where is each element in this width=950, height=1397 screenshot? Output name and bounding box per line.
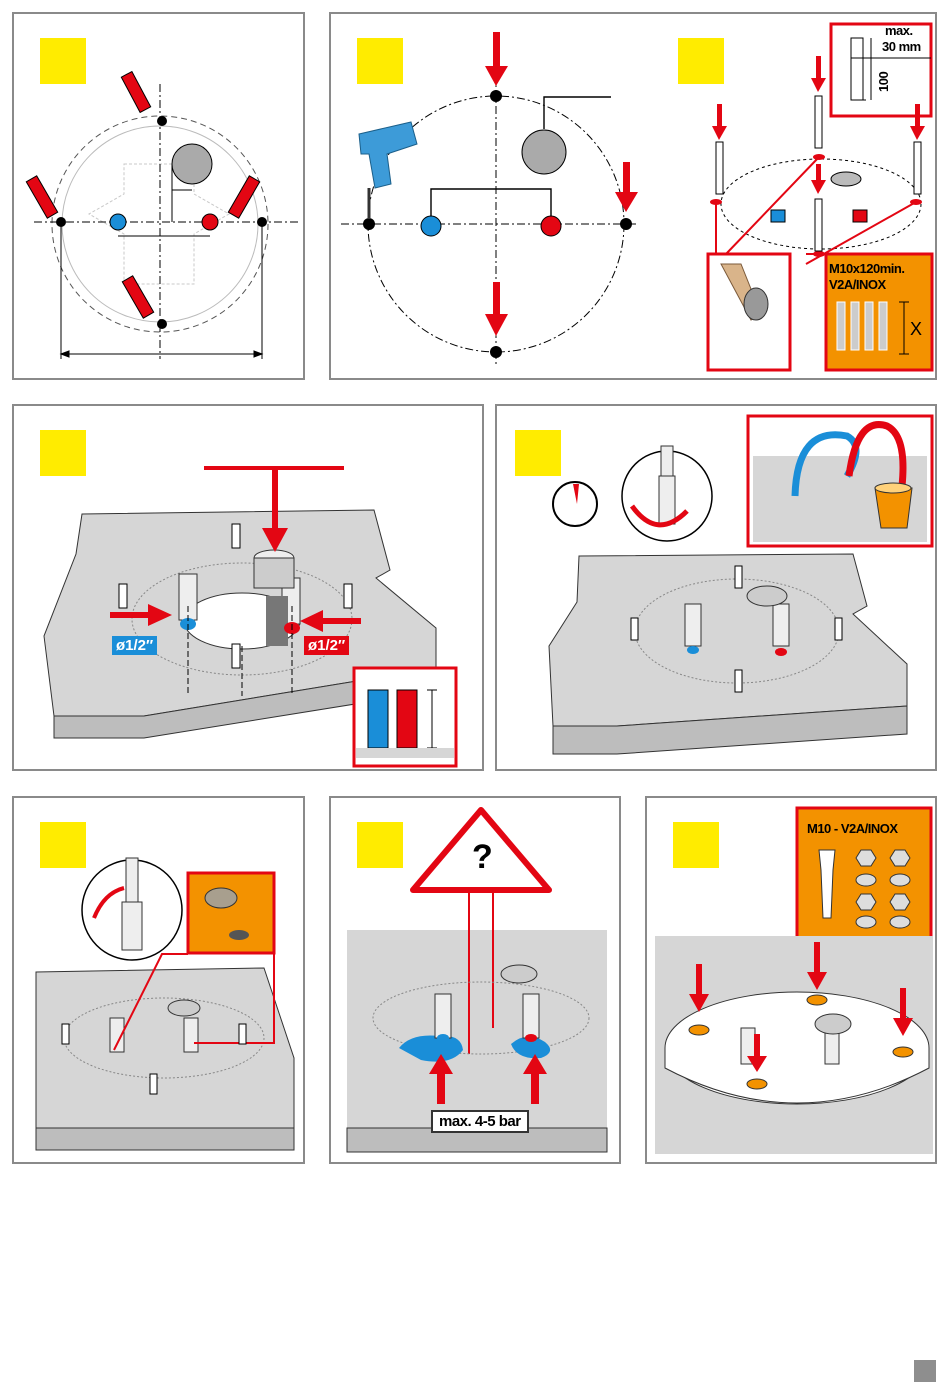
drilling-diagram (331, 14, 937, 380)
bolt-spec-line2: V2A/INOX (829, 278, 886, 291)
panel-3-placing: ø1/2″ ø1/2″ (12, 404, 484, 771)
curing-diagram (497, 406, 937, 771)
hot-connection-mark (202, 214, 218, 230)
page-corner-marker (914, 1360, 936, 1382)
bucket-icon (875, 483, 912, 528)
panel-4-curing (495, 404, 937, 771)
cold-size-label: ø1/2″ (112, 636, 157, 655)
pressure-limit-label: max. 4-5 bar (431, 1110, 529, 1133)
timer-icon (553, 482, 597, 526)
panel-1-marking (12, 12, 305, 380)
outlet-hole-mark (172, 144, 212, 184)
placement-diagram (14, 406, 484, 771)
bolt-spec-line1: M10x120min. (829, 262, 904, 275)
fixing-kit-label: M10 - V2A/INOX (807, 822, 898, 835)
panel-6-pressure-test: ? max. 4-5 bar (329, 796, 621, 1164)
drill-depth-label: 100 (877, 72, 890, 92)
warning-symbol: ? (472, 840, 493, 874)
max-depth-value: 30 mm (882, 40, 921, 53)
max-depth-label: max. (885, 24, 913, 37)
press-arrows (485, 32, 638, 336)
marking-diagram (14, 14, 305, 380)
panel-5-flushing (12, 796, 305, 1164)
flushing-diagram (14, 798, 305, 1164)
hot-size-label: ø1/2″ (304, 636, 349, 655)
cold-connection-mark (110, 214, 126, 230)
panel-2-drilling: max. 30 mm 100 M10x120min. V2A/INOX X (329, 12, 937, 380)
mounting-diagram (647, 798, 937, 1164)
panel-7-mounting: M10 - V2A/INOX (645, 796, 937, 1164)
bolt-dim-label: X (910, 320, 922, 338)
drill-icon (359, 122, 417, 219)
